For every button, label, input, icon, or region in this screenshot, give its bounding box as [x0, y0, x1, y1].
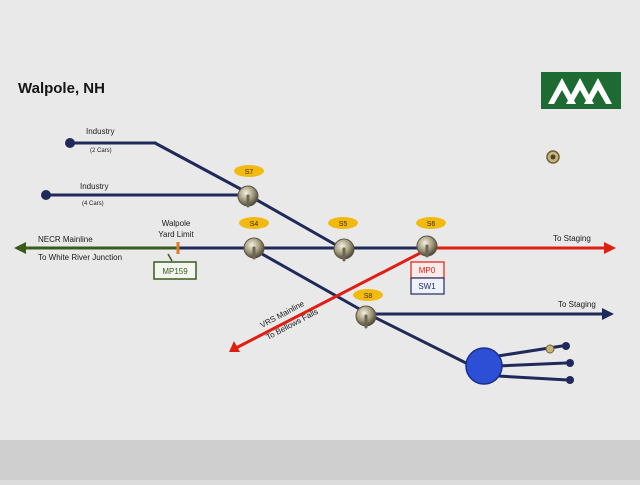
industry-lead-track [246, 193, 345, 251]
switch-id-box [410, 277, 445, 295]
track-end-dot [566, 359, 574, 367]
milepost-pointer [167, 253, 173, 262]
turntable-stub-2 [496, 361, 568, 368]
vrs-mainline-track [234, 246, 432, 350]
switch-label-badge [239, 217, 269, 229]
panel-title: Walpole, NH [18, 80, 105, 97]
yard-limit-label-line1: Walpole [162, 219, 191, 228]
staging-lower-label: To Staging [558, 300, 596, 309]
switch-label: S4 [250, 221, 259, 228]
industry-1-lead [153, 141, 250, 195]
switch-label-badge [353, 289, 383, 301]
mounting-nut-hole [550, 154, 556, 160]
switch-s7[interactable]: S7 [234, 165, 264, 208]
arrow-down-left-icon [229, 341, 240, 352]
switch-label-badge [328, 217, 358, 229]
milepost-necr-box [153, 261, 197, 280]
turntable-lead [368, 313, 474, 368]
arrow-right-icon [604, 242, 616, 254]
necr-destination-label: To White River Junction [38, 253, 122, 262]
turntable[interactable] [465, 347, 503, 385]
turntable-stub-3 [496, 374, 570, 382]
yard-limit-label-line2: Yard Limit [158, 230, 194, 239]
track-end-dot [566, 376, 574, 384]
switch-label: S7 [245, 169, 254, 176]
switch-s4[interactable]: S4 [239, 217, 269, 260]
switch-id: SW1 [418, 282, 436, 291]
milepost-vrs: MP0 [419, 266, 436, 275]
switch-s6[interactable]: S6 [416, 217, 446, 258]
track-end-dot [562, 342, 570, 350]
track-end-dot [65, 138, 75, 148]
track-end-dot [41, 190, 51, 200]
necr-mainline-label: NECR Mainline [38, 235, 93, 244]
switch-label: S6 [427, 221, 436, 228]
industry-1-label: Industry [86, 127, 114, 136]
industry-2-capacity: (4 Cars) [82, 201, 104, 207]
panel-bottom-edge [0, 440, 640, 480]
milepost-necr: MP159 [162, 267, 188, 276]
switch-label-badge [234, 165, 264, 177]
switch-s8[interactable]: S8 [353, 289, 383, 329]
arrow-right-icon [602, 308, 614, 320]
crossover-track [253, 248, 372, 317]
switch-s5[interactable]: S5 [328, 217, 358, 262]
switch-label: S8 [364, 293, 373, 300]
staging-upper-label: To Staging [553, 234, 591, 243]
arrow-left-icon [14, 242, 26, 254]
led-indicator-icon [545, 344, 555, 354]
switch-label: S5 [339, 221, 348, 228]
switch-label-badge [416, 217, 446, 229]
mountain-logo [541, 72, 621, 109]
industry-1-capacity: (2 Cars) [90, 148, 112, 154]
industry-2-label: Industry [80, 182, 108, 191]
